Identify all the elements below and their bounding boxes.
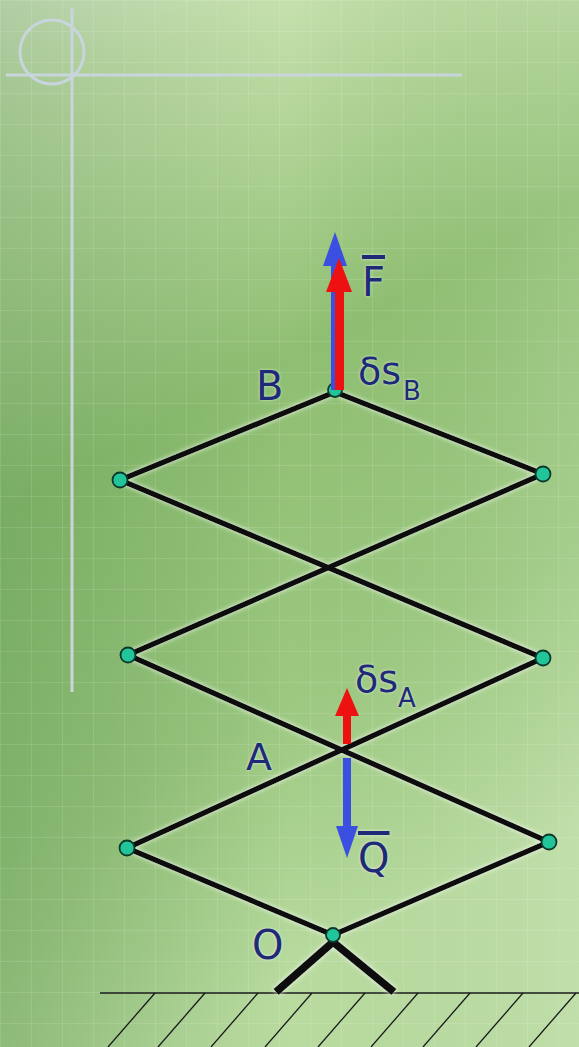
- displacement-label: δs: [358, 352, 401, 390]
- subscript-label: A: [398, 685, 416, 711]
- displacement-label: δs: [355, 660, 398, 698]
- force-arrow: [323, 232, 347, 390]
- point-label: O: [252, 925, 283, 965]
- force-label: F: [362, 262, 385, 302]
- linkage-bars: [120, 392, 549, 935]
- point-label: B: [256, 366, 283, 406]
- subscript-label: B: [403, 378, 421, 404]
- joint-pins: [113, 383, 557, 942]
- displacement-arrow: [326, 258, 352, 390]
- pin-support: [276, 942, 394, 992]
- ground: [100, 993, 579, 1047]
- force-arrow: [336, 758, 358, 858]
- point-label: A: [246, 738, 272, 776]
- force-label: Q: [358, 838, 389, 878]
- crosshair-decoration: [6, 8, 462, 692]
